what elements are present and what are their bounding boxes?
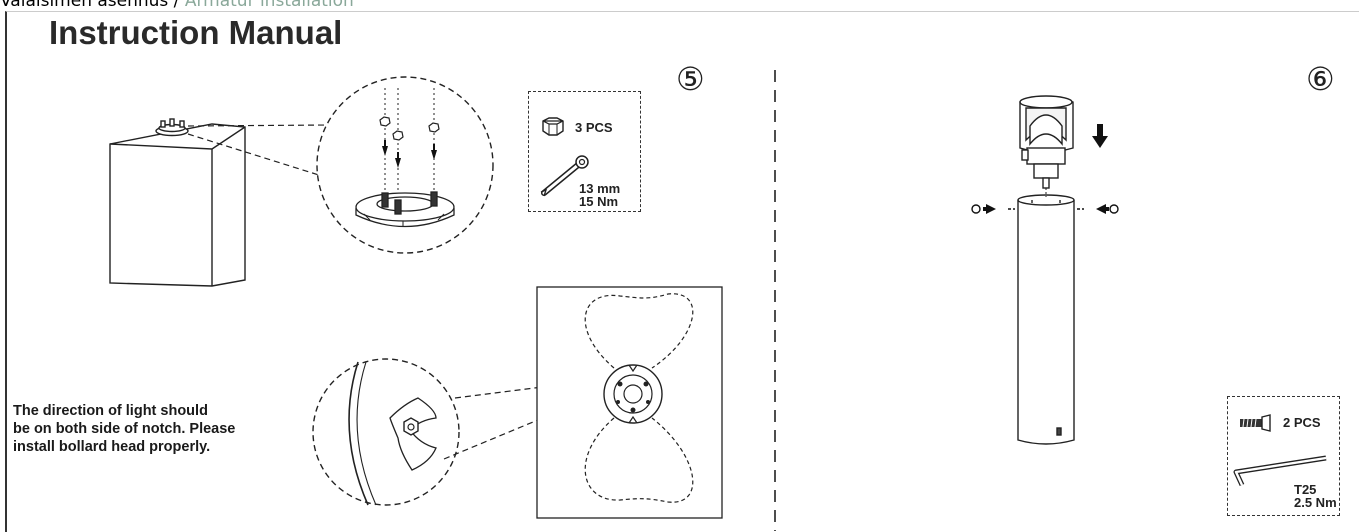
key-torque: 2.5 Nm [1294,495,1337,510]
step-6-tools-box [1227,396,1340,516]
light-direction-note: The direction of light should be on both… [13,402,313,456]
note-line-2: be on both side of notch. Please [13,421,236,437]
breadcrumb-link[interactable]: Armatur installation [184,0,354,11]
breadcrumb-text: Valaisimen asennus / [0,0,185,11]
instruction-sheet [5,11,1359,532]
note-line-1: The direction of light should [13,403,208,419]
wrench-torque: 15 Nm [579,194,619,209]
page-title: Instruction Manual [49,14,343,51]
key-size: T25 [1294,482,1317,497]
breadcrumb: Valaisimen asennus / Armatur installatio… [0,0,354,11]
nut-quantity: 3 PCS [575,120,613,135]
step-divider [774,70,776,531]
torx-key-icon [1233,455,1327,487]
step-5-tools-box [528,91,641,212]
arrow-down-icon [1092,124,1108,148]
wrench-icon [540,155,589,197]
screw-quantity: 2 PCS [1283,415,1321,430]
note-line-3: install bollard head properly. [13,439,211,455]
step-5-number: ⑤ [676,60,705,98]
hex-nut-icon [542,117,564,136]
step-6-number: ⑥ [1306,60,1335,98]
wrench-size: 13 mm [579,181,621,196]
screw-icon [1240,414,1271,432]
